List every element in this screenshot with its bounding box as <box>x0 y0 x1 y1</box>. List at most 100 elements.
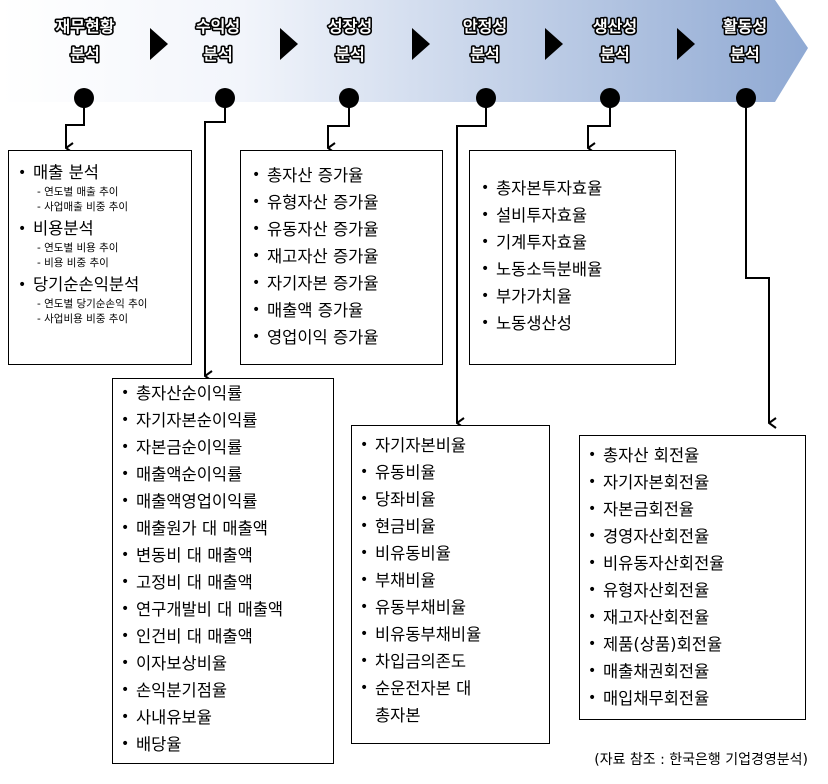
list-item: 자기자본회전율 <box>583 469 805 496</box>
sub-item: - 연도별 비용 추이 <box>37 242 119 254</box>
list-item: 이자보상비율 <box>116 650 333 677</box>
stage-title-line2: 분석 <box>335 45 364 64</box>
banner-arrow <box>0 0 808 102</box>
list-item: 현금비율 <box>355 513 549 540</box>
stage-title-line2: 분석 <box>70 45 99 64</box>
triangle-arrow-icon <box>545 28 563 60</box>
stage-title-line1: 수익성 <box>196 17 240 36</box>
stage-growth: 성장성 분석 <box>326 15 373 65</box>
connector-activity <box>745 98 769 423</box>
list-item: 재고자산 증가율 <box>247 243 442 270</box>
list-item: 비유동자산회전율 <box>583 550 805 577</box>
triangle-arrow-icon <box>150 28 168 60</box>
sub-item: - 사업매출 비중 추이 <box>37 201 129 213</box>
stage-title-line1: 재무현황 <box>56 17 115 36</box>
stage-activity: 활동성 분석 <box>721 15 768 65</box>
list-item: 부채비율 <box>355 567 549 594</box>
stage-title-line2: 분석 <box>470 45 499 64</box>
growth-box: 총자산 증가율 유형자산 증가율 유동자산 증가율 재고자산 증가율 자기자본 … <box>240 150 443 365</box>
sub-item: - 비용 비중 추이 <box>37 257 109 269</box>
list-item: 자본금순이익률 <box>116 434 333 461</box>
list-item: 순운전자본 대 <box>355 675 549 702</box>
list-item: 변동비 대 매출액 <box>116 542 333 569</box>
stage-title-line1: 활동성 <box>723 17 767 36</box>
list-item: 유동자산 증가율 <box>247 216 442 243</box>
list-item: 손익분기점율 <box>116 677 333 704</box>
list-item: 연구개발비 대 매출액 <box>116 596 333 623</box>
list-item: 설비투자효율 <box>476 202 675 229</box>
list-item: 총자산순이익률 <box>116 380 333 407</box>
sub-item: - 연도별 매출 추이 <box>37 186 119 198</box>
productivity-box: 총자본투자효율 설비투자효율 기계투자효율 노동소득분배율 부가가치율 노동생산… <box>469 150 676 365</box>
connector-growth <box>327 98 350 148</box>
list-item: 고정비 대 매출액 <box>116 569 333 596</box>
group-sales: 매출 분석 - 연도별 매출 추이 - 사업매출 비중 추이 <box>13 161 191 215</box>
list-item: 비유동부채비율 <box>355 621 549 648</box>
list-item: 경영자산회전율 <box>583 523 805 550</box>
list-item: 인건비 대 매출액 <box>116 623 333 650</box>
stage-productivity: 생산성 분석 <box>591 15 638 65</box>
profitability-box: 총자산순이익률 자기자본순이익률 자본금순이익률 매출액순이익률 매출액영업이익… <box>112 378 334 764</box>
stage-financial-status: 재무현황 분석 <box>54 15 116 65</box>
sub-item: - 사업비용 비중 추이 <box>37 313 129 325</box>
stage-stability: 안정성 분석 <box>461 15 508 65</box>
stage-node <box>215 88 235 108</box>
profitability-list: 총자산순이익률 자기자본순이익률 자본금순이익률 매출액순이익률 매출액영업이익… <box>116 380 333 758</box>
list-item: 제품(상품)회전율 <box>583 631 805 658</box>
list-item: 매출채권회전율 <box>583 658 805 685</box>
stage-node <box>339 88 359 108</box>
list-item: 유형자산 증가율 <box>247 189 442 216</box>
stage-title-line1: 성장성 <box>328 17 372 36</box>
list-item: 자기자본 증가율 <box>247 270 442 297</box>
group-title: 비용분석 <box>13 217 191 241</box>
list-item: 자기자본순이익률 <box>116 407 333 434</box>
list-item-continued: 총자본 <box>375 706 421 725</box>
list-item: 유형자산회전율 <box>583 577 805 604</box>
stability-box: 자기자본비율 유동비율 당좌비율 현금비율 비유동비율 부채비율 유동부채비율 … <box>351 425 550 744</box>
list-item: 매출액 증가율 <box>247 297 442 324</box>
stability-list: 자기자본비율 유동비율 당좌비율 현금비율 비유동비율 부채비율 유동부채비율 … <box>355 432 549 729</box>
financial-status-box: 매출 분석 - 연도별 매출 추이 - 사업매출 비중 추이 비용분석 - 연도… <box>8 150 192 365</box>
triangle-arrow-icon <box>280 28 298 60</box>
list-item: 당좌비율 <box>355 486 549 513</box>
source-caption: (자료 참조 : 한국은행 기업경영분석) <box>594 752 808 768</box>
list-item: 비유동비율 <box>355 540 549 567</box>
list-item: 부가가치율 <box>476 283 675 310</box>
stage-title-line2: 분석 <box>600 45 629 64</box>
list-item: 매입채무회전율 <box>583 685 805 712</box>
sub-item: - 연도별 당기순손익 추이 <box>37 298 148 310</box>
stage-node <box>74 88 94 108</box>
list-item: 매출액영업이익률 <box>116 488 333 515</box>
group-net-income: 당기순손익분석 - 연도별 당기순손익 추이 - 사업비용 비중 추이 <box>13 273 191 327</box>
stage-title-line2: 분석 <box>730 45 759 64</box>
list-item: 배당율 <box>116 731 333 758</box>
list-item: 노동소득분배율 <box>476 256 675 283</box>
list-item: 자기자본비율 <box>355 432 549 459</box>
stage-title-line2: 분석 <box>203 45 232 64</box>
connector-productivity <box>587 98 611 148</box>
connector-financial-status <box>65 98 85 148</box>
list-item: 매출액순이익률 <box>116 461 333 488</box>
list-item: 총자산 회전율 <box>583 442 805 469</box>
stage-node <box>476 88 496 108</box>
list-item: 총자산 증가율 <box>247 162 442 189</box>
list-item: 영업이익 증가율 <box>247 324 442 351</box>
list-item: 노동생산성 <box>476 310 675 337</box>
list-item: 매출원가 대 매출액 <box>116 515 333 542</box>
triangle-arrow-icon <box>677 28 695 60</box>
triangle-arrow-icon <box>412 28 430 60</box>
list-item: 사내유보율 <box>116 704 333 731</box>
list-item: 차입금의존도 <box>355 648 549 675</box>
stage-profitability: 수익성 분석 <box>194 15 241 65</box>
stage-title-line1: 안정성 <box>463 17 507 36</box>
list-item: 유동비율 <box>355 459 549 486</box>
growth-list: 총자산 증가율 유형자산 증가율 유동자산 증가율 재고자산 증가율 자기자본 … <box>247 162 442 351</box>
group-title: 매출 분석 <box>13 161 191 185</box>
connector-stability <box>456 98 487 423</box>
group-cost: 비용분석 - 연도별 비용 추이 - 비용 비중 추이 <box>13 217 191 271</box>
activity-list: 총자산 회전율 자기자본회전율 자본금회전율 경영자산회전율 비유동자산회전율 … <box>583 442 805 712</box>
activity-box: 총자산 회전율 자기자본회전율 자본금회전율 경영자산회전율 비유동자산회전율 … <box>579 435 806 720</box>
stage-node <box>736 88 756 108</box>
list-item: 기계투자효율 <box>476 229 675 256</box>
